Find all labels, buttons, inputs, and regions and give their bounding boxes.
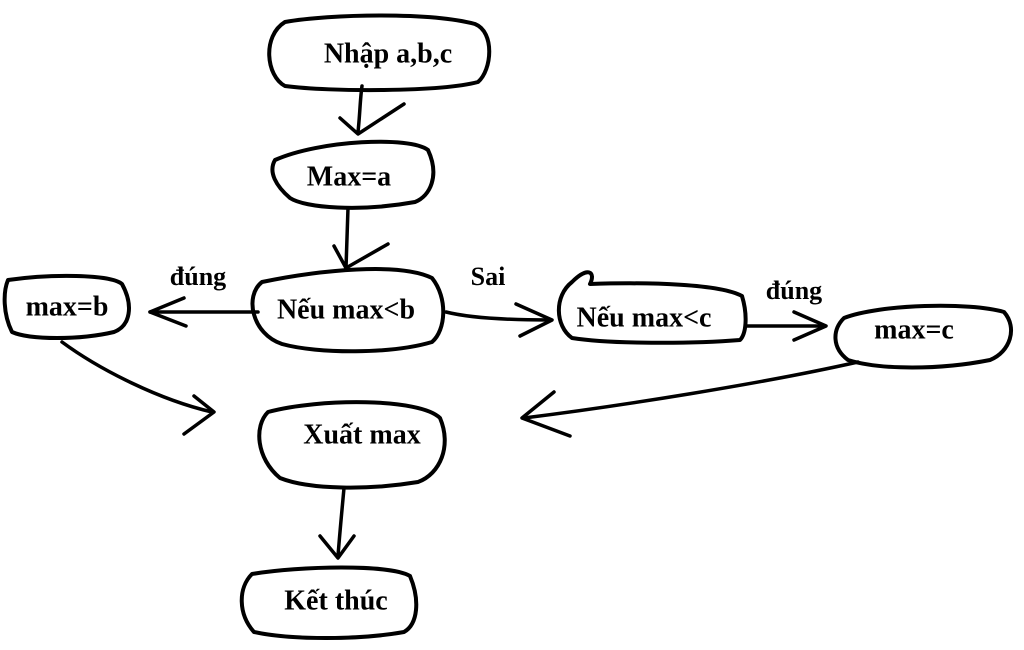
edge-cond-c-set-c [744, 310, 828, 342]
edge-output-end [318, 486, 356, 560]
edge-set-b-output [60, 340, 216, 436]
node-cond-b [250, 267, 446, 354]
edge-cond-b-set-b [148, 296, 260, 328]
edge-label-cond-b-cond-c: Sai [471, 262, 506, 291]
node-end [239, 565, 419, 640]
edge-input-init [338, 84, 406, 136]
node-input-label: Nhập a,b,c [324, 38, 452, 69]
node-output [257, 400, 447, 490]
node-set-b-label: max=b [26, 291, 109, 322]
edge-label-cond-b-set-b: đúng [170, 262, 226, 291]
node-init [270, 139, 436, 210]
node-cond-c-label: Nếu max<c [577, 302, 712, 333]
node-set-c [833, 303, 1014, 370]
node-input [267, 13, 492, 93]
node-output-label: Xuất max [303, 419, 420, 450]
edge-set-c-output [520, 360, 860, 438]
node-init-label: Max=a [307, 161, 391, 192]
edge-label-cond-c-set-c: đúng [766, 276, 822, 305]
edge-cond-b-cond-c [444, 302, 554, 338]
node-set-b [2, 273, 131, 340]
node-set-c-label: max=c [874, 314, 954, 345]
edge-init-cond-b [332, 206, 390, 270]
node-end-label: Kết thúc [284, 585, 387, 616]
node-cond-b-label: Nếu max<b [277, 294, 415, 325]
